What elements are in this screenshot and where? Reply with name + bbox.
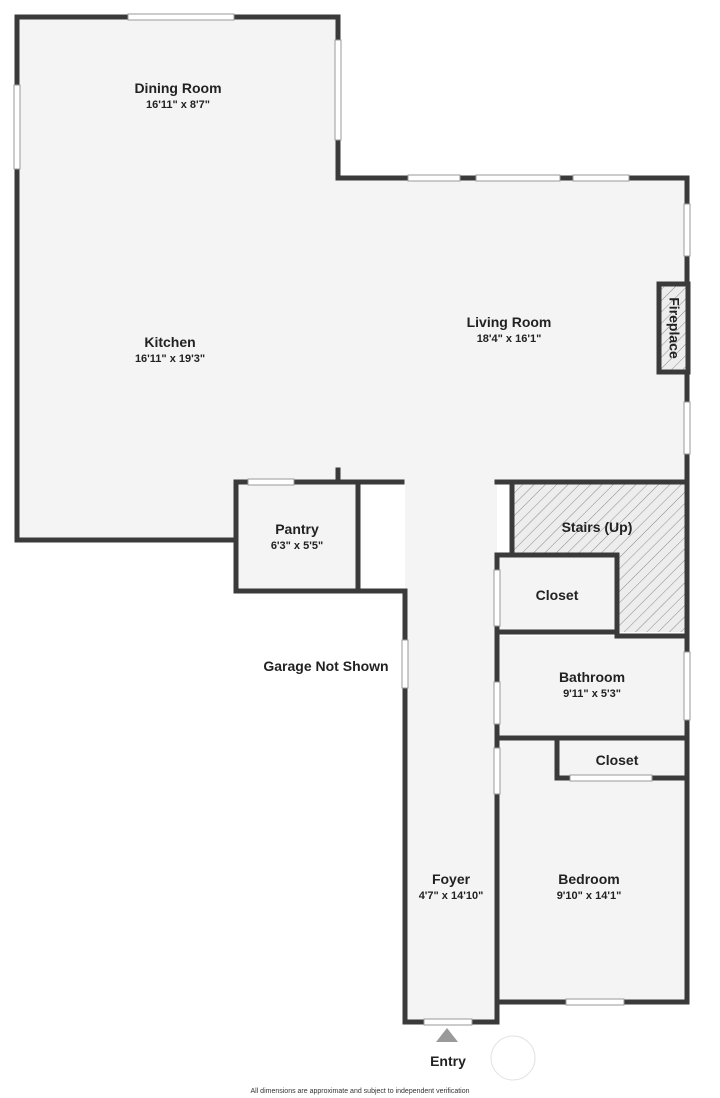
foyer-name: Foyer	[432, 871, 471, 887]
window-closet-1-door	[493, 569, 501, 627]
window-bath-east	[683, 651, 691, 721]
fireplace-label: Fireplace	[666, 297, 682, 359]
window-entry-door	[423, 1018, 473, 1026]
floor-kitchen-lower	[17, 482, 236, 540]
wall-pantry	[233, 479, 408, 1025]
window-living-east-2	[683, 401, 691, 455]
living-room-name: Living Room	[467, 314, 552, 330]
fireplace: Fireplace	[656, 281, 691, 375]
dining-room-name: Dining Room	[134, 80, 221, 96]
pantry-name: Pantry	[275, 521, 319, 537]
floor-bathroom	[497, 636, 687, 736]
wall-stairs-lower	[494, 552, 620, 635]
floor-bedroom	[497, 740, 687, 1002]
entry-marker	[436, 1028, 536, 1081]
entry-arrow-icon	[436, 1028, 458, 1042]
floor-pantry	[236, 482, 358, 591]
living-room-dims: 18'4" x 16'1"	[477, 333, 542, 345]
stairs-hatch-lower	[617, 554, 685, 632]
closet-1-name: Closet	[536, 587, 579, 603]
stairs-hatch	[512, 484, 685, 554]
dining-room-dims: 16'11" x 8'7"	[146, 99, 210, 111]
window-bedroom-south	[565, 998, 625, 1006]
bedroom-dims: 9'10" x 14'1"	[557, 890, 622, 902]
window-bedroom-door	[493, 747, 501, 795]
floor-closet-1	[497, 555, 615, 630]
windows	[13, 13, 691, 1026]
foyer-dims: 4'7" x 14'10"	[419, 890, 484, 902]
window-living-2	[475, 174, 561, 182]
pantry-dims: 6'3" x 5'5"	[271, 540, 323, 552]
bedroom-name: Bedroom	[558, 871, 619, 887]
fireplace-box	[656, 281, 691, 375]
floor-foyer	[405, 482, 497, 1020]
window-dining-west	[13, 84, 21, 170]
room-labels: Dining Room 16'11" x 8'7" Kitchen 16'11"…	[134, 80, 638, 1095]
window-bath-door	[493, 681, 501, 725]
window-living-east-1	[683, 203, 691, 257]
bathroom-name: Bathroom	[559, 669, 625, 685]
window-pantry	[247, 478, 295, 486]
window-closet-2-door	[569, 774, 653, 782]
floor-main	[17, 17, 687, 482]
window-living-3	[572, 174, 630, 182]
garage-label: Garage Not Shown	[263, 658, 388, 674]
entry-circle-icon	[490, 1035, 536, 1081]
bathroom-dims: 9'11" x 5'3"	[563, 688, 621, 700]
floor-areas	[17, 17, 687, 1020]
stairs-name: Stairs (Up)	[562, 519, 633, 535]
window-dining-north	[127, 13, 235, 21]
window-living-1	[407, 174, 461, 182]
entry-label: Entry	[430, 1053, 466, 1069]
closet-2-name: Closet	[596, 752, 639, 768]
kitchen-name: Kitchen	[144, 334, 195, 350]
floor-closet-2	[557, 740, 687, 778]
disclaimer: All dimensions are approximate and subje…	[250, 1088, 469, 1095]
window-garage-door	[401, 639, 409, 689]
kitchen-dims: 16'11" x 19'3"	[135, 353, 205, 365]
window-dining-east	[334, 39, 342, 141]
